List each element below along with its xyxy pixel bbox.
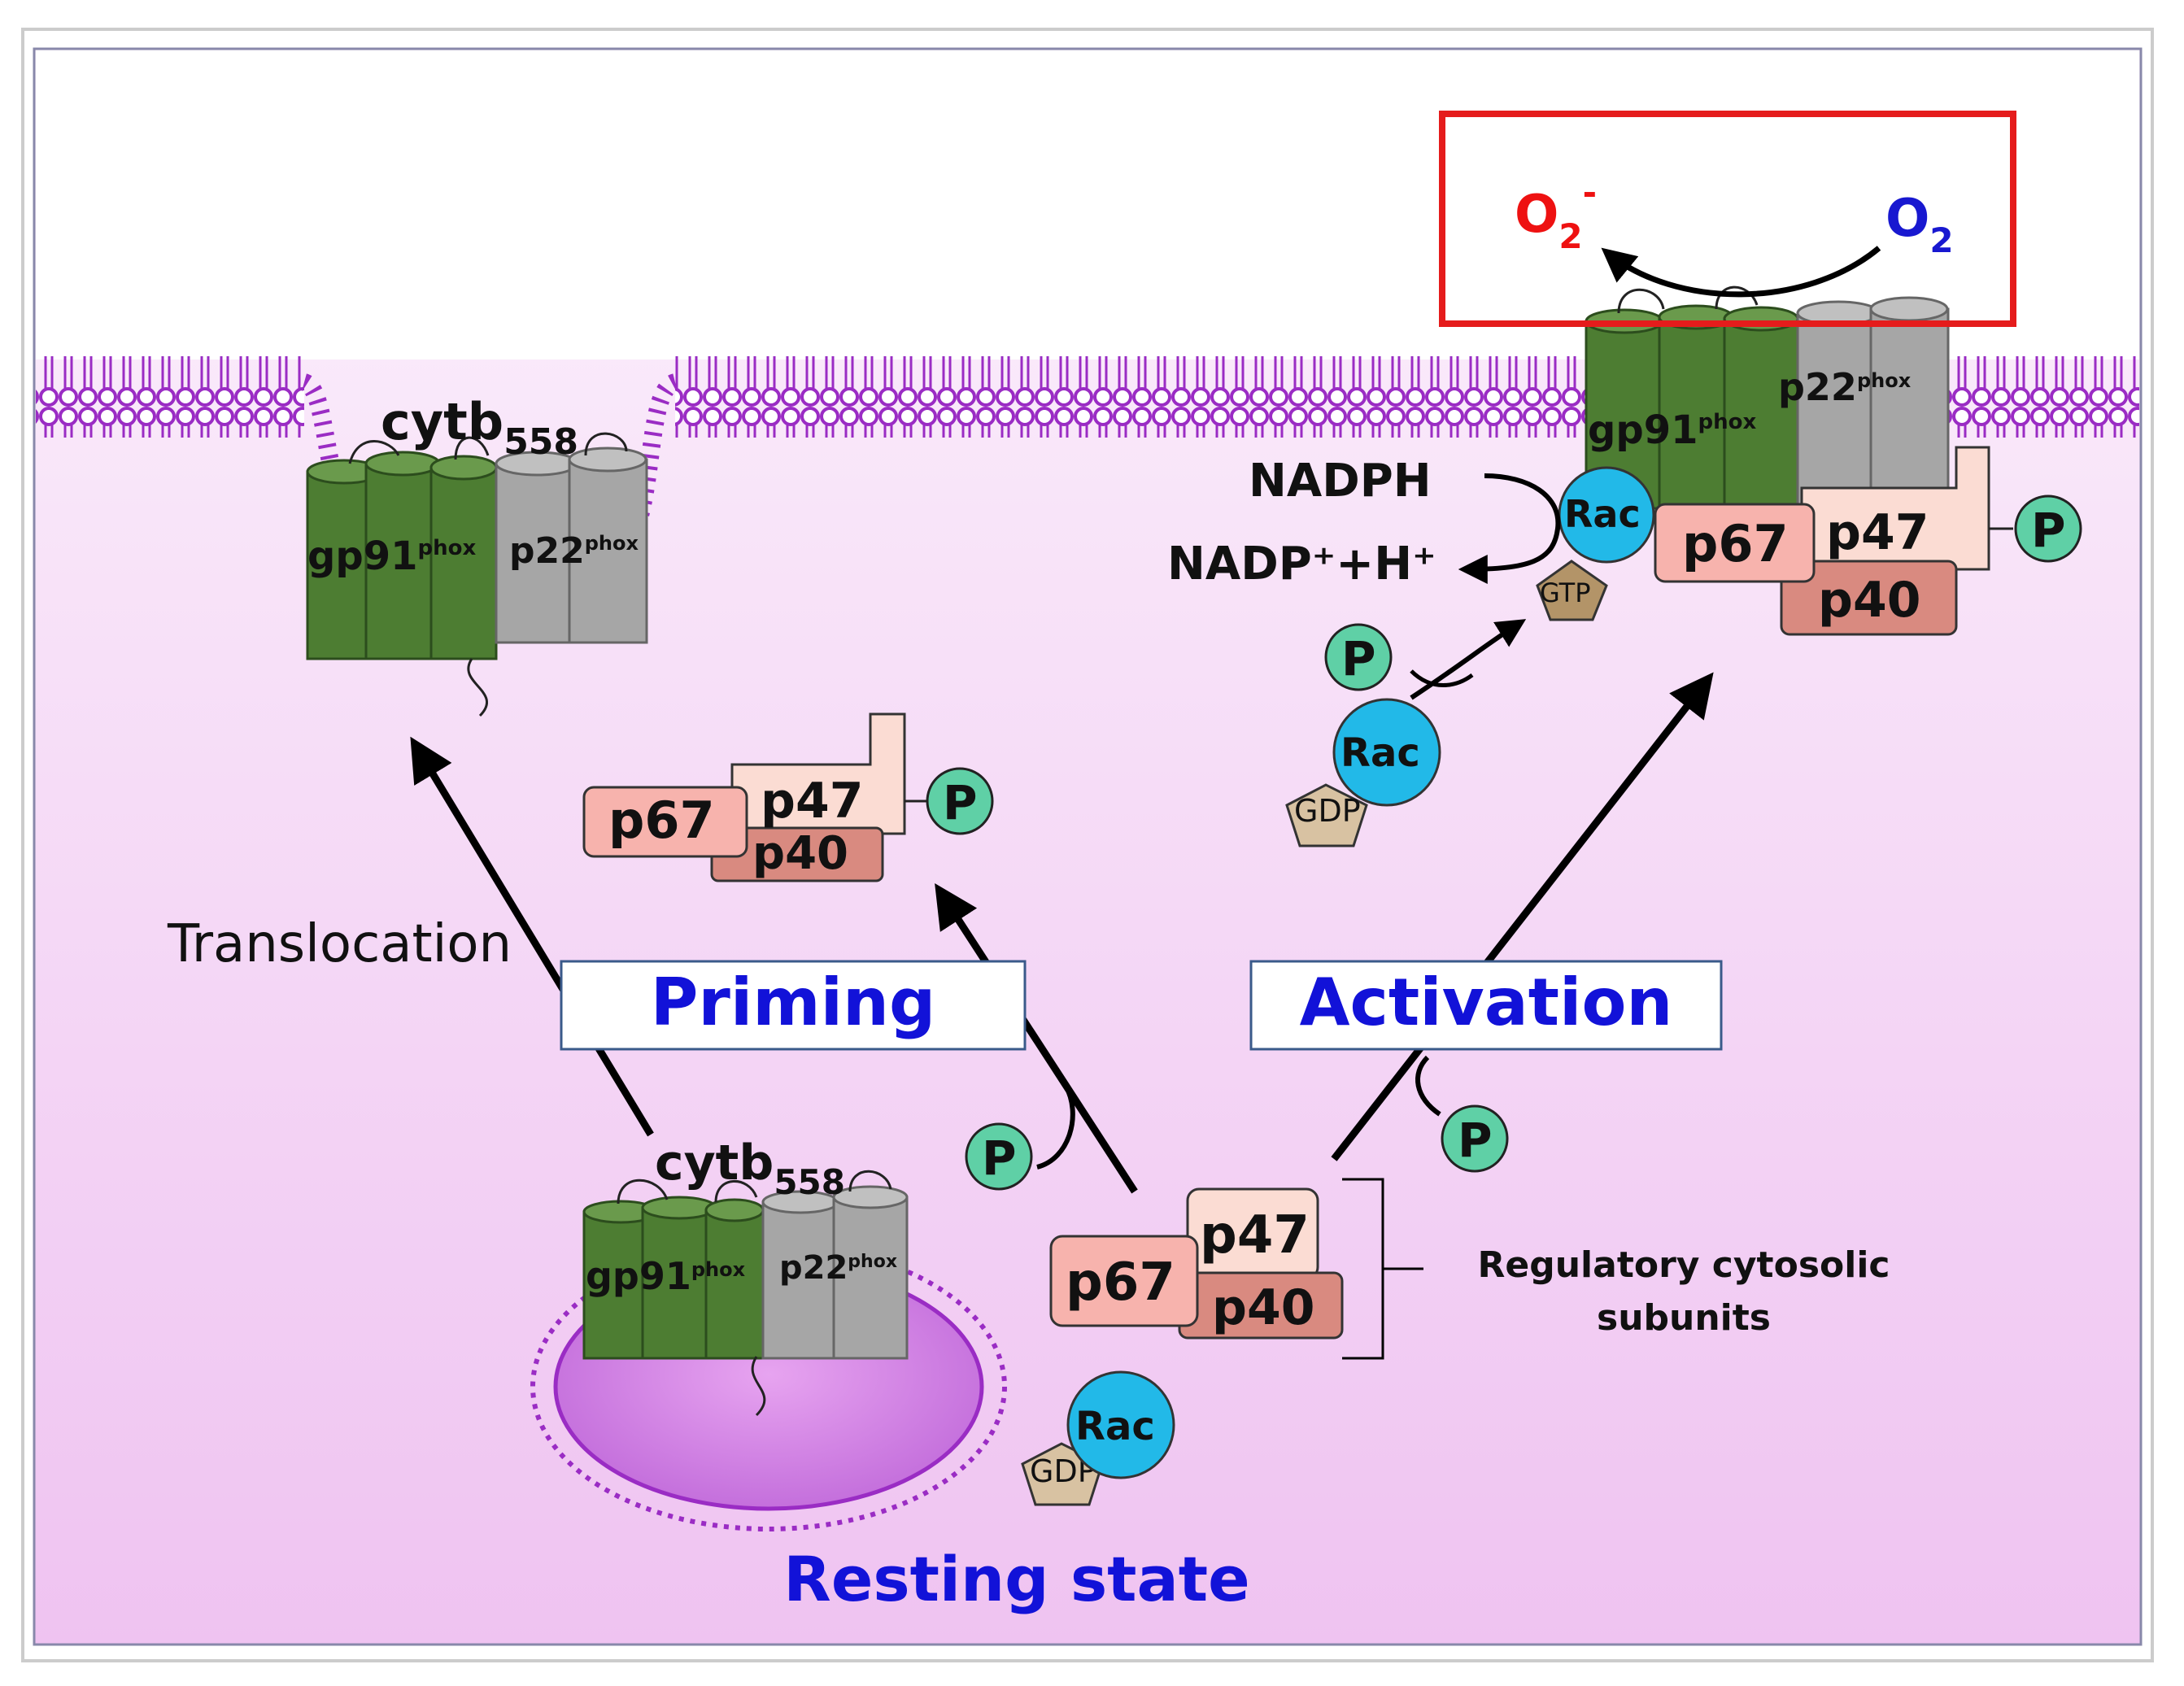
rac-gtp-active: GTP Rac bbox=[1536, 466, 1655, 621]
activation-label: Activation bbox=[1300, 965, 1673, 1040]
cytb558-membrane-complex: cytb558 gp91phox p22phox bbox=[306, 392, 648, 717]
activation-arrow bbox=[1331, 672, 1714, 1161]
primed-cytosolic-complex: p67 p47 p40 P bbox=[582, 712, 994, 882]
phosphate-upper: P bbox=[1324, 623, 1393, 691]
cytb558-vesicle-complex: cytb558 gp91phox p22phox bbox=[582, 1135, 909, 1417]
extracellular-space bbox=[36, 50, 2139, 359]
svg-text:P: P bbox=[1341, 631, 1376, 686]
p47-resting-label: p47 bbox=[1200, 1205, 1310, 1266]
p22phox-active bbox=[1796, 296, 1950, 510]
priming-label: Priming bbox=[651, 965, 936, 1040]
gp91phox-cylinders bbox=[306, 451, 498, 660]
cytb558-top-label: cytb558 bbox=[381, 392, 578, 463]
regulatory-label-line2: subunits bbox=[1597, 1297, 1771, 1339]
superoxide-production-box: O2- O2 bbox=[1439, 111, 2016, 327]
gp91phox-label: gp91phox bbox=[307, 534, 476, 579]
svg-text:P: P bbox=[943, 775, 978, 830]
svg-text:P: P bbox=[982, 1131, 1017, 1186]
superoxide-label: O2- bbox=[1515, 172, 1597, 256]
nadph-label: NADPH bbox=[1249, 455, 1432, 508]
p40-active-label: p40 bbox=[1818, 572, 1920, 629]
p40-active-block bbox=[1780, 560, 1958, 636]
p67-active-label: p67 bbox=[1682, 514, 1789, 573]
oxygen-label: O2 bbox=[1885, 189, 1954, 260]
translocation-label: Translocation bbox=[167, 914, 512, 974]
svg-text:GTP: GTP bbox=[1540, 577, 1591, 608]
nadph-reaction: NADPH NADP⁺+H⁺ bbox=[1167, 455, 1561, 590]
p67-primed-label: p67 bbox=[608, 791, 715, 850]
resting-cytosolic-complex: p67 p47 p40 bbox=[1049, 1187, 1344, 1340]
nadp-product-label: NADP⁺+H⁺ bbox=[1167, 538, 1436, 590]
active-nadph-oxidase-complex: gp91phox p22phox p67 p47 p40 P GTP Rac bbox=[1536, 285, 2082, 636]
svg-text:Rac: Rac bbox=[1075, 1404, 1155, 1449]
svg-text:Rac: Rac bbox=[1564, 492, 1641, 536]
rac-gdp-resting: GDP Rac bbox=[1021, 1370, 1175, 1506]
p47-active-label: p47 bbox=[1826, 504, 1929, 561]
regulatory-label-line1: Regulatory cytosolic bbox=[1478, 1244, 1890, 1286]
svg-text:P: P bbox=[1458, 1113, 1493, 1168]
svg-text:GDP: GDP bbox=[1294, 793, 1361, 829]
activation-box: Activation bbox=[1249, 960, 1723, 1051]
p22phox-label: p22phox bbox=[509, 530, 639, 572]
rac-activation-arrow bbox=[1410, 619, 1527, 700]
p67-active-block bbox=[1654, 503, 1816, 583]
pathway-arrows bbox=[410, 672, 1714, 1194]
phosphate-priming: P bbox=[965, 1122, 1033, 1191]
priming-arrow bbox=[935, 882, 1138, 1194]
svg-text:Rac: Rac bbox=[1340, 730, 1420, 776]
resting-state-label: Resting state bbox=[783, 1543, 1249, 1615]
p22phox-vesicle-label: p22phox bbox=[779, 1249, 897, 1287]
gp91phox-active-label: gp91phox bbox=[1588, 407, 1756, 453]
priming-box: Priming bbox=[560, 960, 1027, 1051]
gp91phox-vesicle-label: gp91phox bbox=[586, 1254, 746, 1298]
cytb558-bottom-label: cytb558 bbox=[655, 1135, 845, 1202]
p40-primed-label: p40 bbox=[752, 827, 848, 880]
phosphate-primed: P bbox=[926, 767, 994, 835]
p22phox-cylinders bbox=[495, 447, 648, 644]
svg-text:P: P bbox=[2031, 503, 2066, 558]
rac-gdp-upper: GDP Rac bbox=[1285, 698, 1441, 847]
p40-resting-label: p40 bbox=[1212, 1279, 1314, 1336]
regulatory-bracket: Regulatory cytosolic subunits bbox=[1342, 1178, 1890, 1360]
p67-resting-label: p67 bbox=[1066, 1253, 1175, 1313]
phosphate-active: P bbox=[2014, 494, 2082, 563]
phosphate-activation: P bbox=[1441, 1104, 1509, 1173]
p22phox-active-label: p22phox bbox=[1778, 365, 1912, 409]
translocation-arrow bbox=[410, 736, 654, 1137]
p47-primed-label: p47 bbox=[761, 773, 863, 830]
